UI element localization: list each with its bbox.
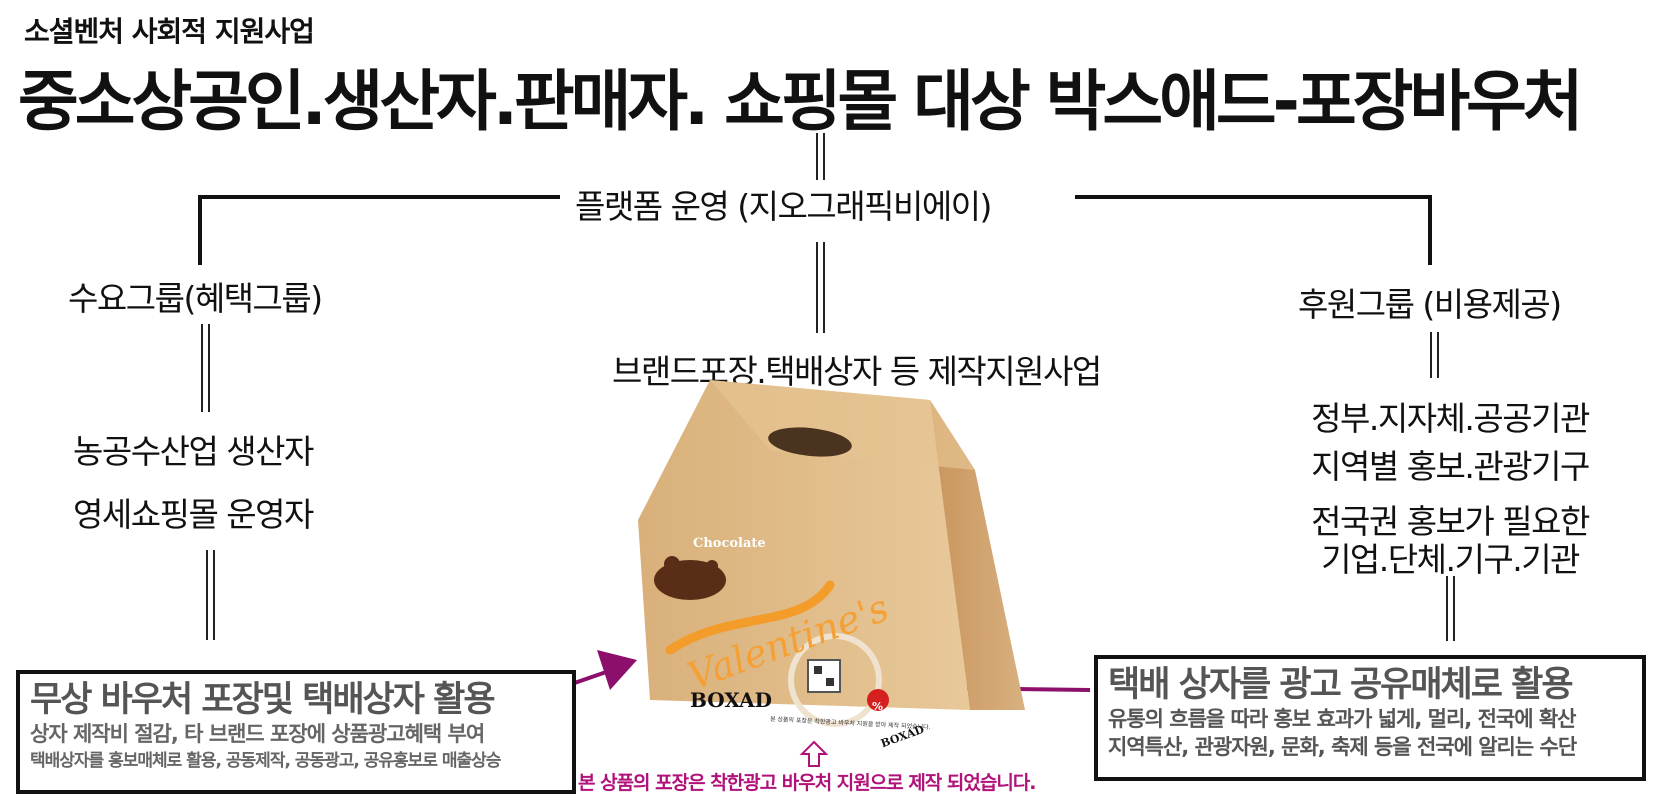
left-box-line2: 택배상자를 홍보매체로 활용, 공동제작, 공동광고, 공유홍보로 매출상승 (30, 751, 501, 771)
right-box-head: 택배 상자를 광고 공유매체로 활용 (1108, 665, 1574, 705)
up-arrow-icon (799, 740, 829, 767)
gift-box-illustration (638, 380, 1025, 727)
left-box-line1: 상자 제작비 절감, 타 브랜드 포장에 상품광고혜택 부여 (30, 722, 485, 746)
box-deco-chocolate: Chocolate (693, 536, 766, 551)
percent-badge: % (872, 700, 884, 713)
right-group-item-2: 지역별 홍보.관광기구 (1311, 447, 1590, 486)
left-group-item-2: 영세쇼핑몰 운영자 (73, 495, 314, 534)
voucher-notice: 본 상품의 포장은 착한광고 바우처 지원으로 제작 되었습니다. (578, 772, 1037, 794)
subtitle: 소셜벤처 사회적 지원사업 (24, 15, 315, 48)
right-group-item-4: 기업.단체.기구.기관 (1321, 540, 1580, 579)
right-group-item-3: 전국권 홍보가 필요한 (1311, 502, 1590, 541)
right-box-line2: 지역특산, 관광자원, 문화, 축제 등을 전국에 알리는 수단 (1108, 735, 1577, 759)
page-title: 중소상공인.생산자.판매자. 쇼핑몰 대상 박스애드-포장바우처 (18, 63, 1584, 140)
center-label: 브랜드포장.택배상자 등 제작지원사업 (612, 352, 1102, 391)
left-group-title: 수요그룹(혜택그룹) (68, 279, 323, 318)
right-group-item-1: 정부.지자체.공공기관 (1311, 399, 1590, 438)
left-benefit-box: 무상 바우처 포장및 택배상자 활용 상자 제작비 절감, 타 브랜드 포장에 … (16, 670, 576, 794)
platform-label: 플랫폼 운영 (지오그래픽비에이) (575, 187, 992, 226)
right-box-line1: 유통의 흐름을 따라 홍보 효과가 넓게, 멀리, 전국에 확산 (1108, 707, 1576, 731)
right-benefit-box: 택배 상자를 광고 공유매체로 활용 유통의 흐름을 따라 홍보 효과가 넓게,… (1094, 655, 1646, 781)
right-group-title: 후원그룹 (비용제공) (1298, 285, 1562, 324)
left-group-item-1: 농공수산업 생산자 (73, 432, 314, 471)
left-box-head: 무상 바우처 포장및 택배상자 활용 (30, 680, 496, 720)
box-brand-logo: BOXAD (690, 688, 773, 712)
